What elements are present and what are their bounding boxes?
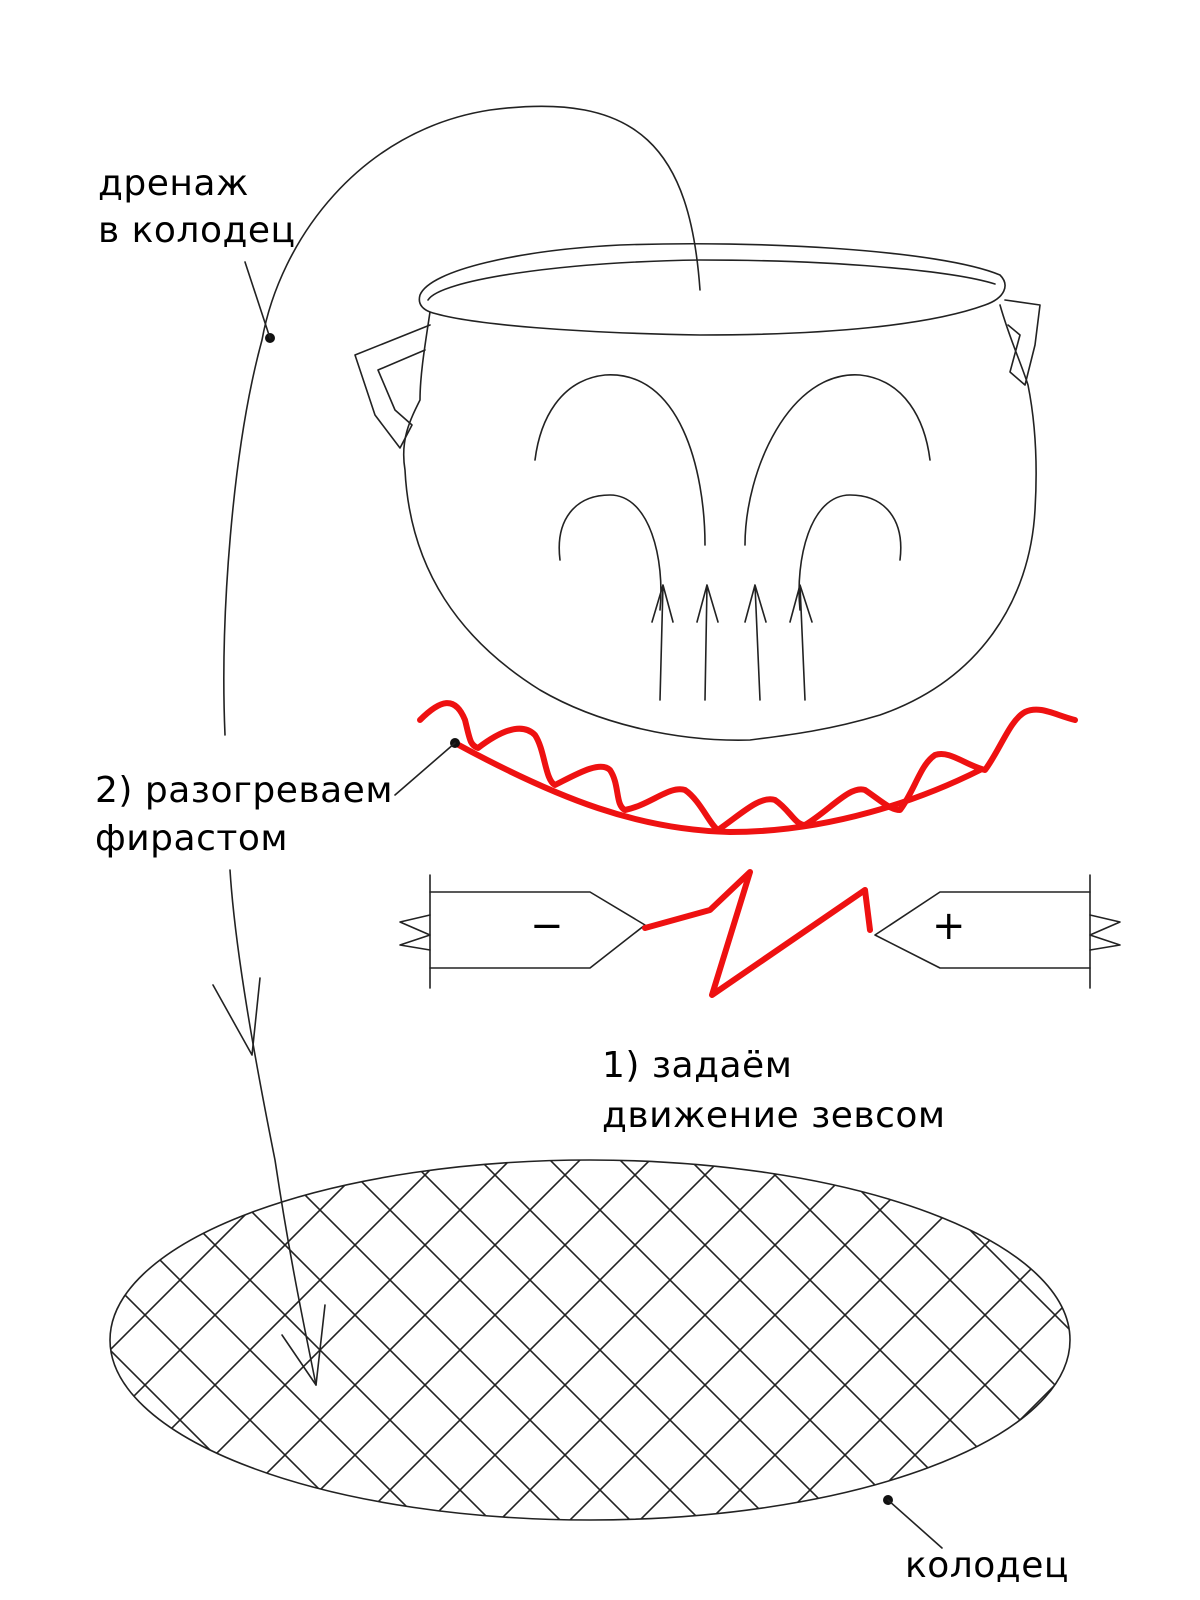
well-label: колодец [905,1545,1069,1586]
drainage-leader-line [244,261,271,339]
hatch-line [909,1160,1070,1520]
hatch-line [110,1160,501,1520]
well-outline [109,1159,1071,1521]
drainage-label-line1: дренаж [98,163,249,204]
drainage-pipe-lower [229,869,317,1386]
hatch-line [1120,1100,1200,1600]
flow-arrow-lower [281,1304,326,1386]
cauldron-body [402,304,1037,741]
hatch-line [909,1160,1070,1520]
hatch-line [110,1160,431,1520]
zeus-label-line2: движение зевсом [602,1095,946,1136]
drainage-pipe [223,105,701,736]
zeus-label-line1: 1) задаём [602,1045,793,1086]
hatch-line [110,1160,151,1520]
heat-arrow-4 [789,584,813,701]
cauldron [354,242,1041,741]
hatch-line [0,1100,80,1600]
hatch-line [110,1160,151,1520]
hatch-line [979,1160,1070,1520]
hatch-line [1120,1100,1200,1600]
hatch-line [0,1100,10,1600]
convection-right-outer [744,374,931,546]
heater-leader-line [394,742,456,796]
hatch-line [769,1160,1070,1520]
hatch-line [110,1160,291,1520]
well [0,1100,1200,1600]
hatch-line [0,1100,80,1600]
heat-label-line1: 2) разогреваем [95,770,393,811]
right-handle [1004,299,1041,386]
convection-left-inner [558,494,662,611]
hatch-line [110,1160,431,1520]
hatch-line [1190,1100,1200,1600]
convection-left-outer [534,374,706,546]
flow-arrow-upper [212,977,261,1056]
lightning-arc [642,869,873,998]
hatch-line [1049,1160,1070,1520]
heater-zigzag [417,700,1078,833]
cauldron-rim-inner [427,259,996,301]
hatch-line [0,1100,10,1600]
drainage-label-line2: в колодец [98,210,296,251]
heater-base-arc [452,740,983,835]
heat-label-line2: фирастом [95,818,289,859]
heat-arrow-2 [696,584,719,701]
hatch-line [769,1160,1070,1520]
heat-arrow-1 [651,584,674,701]
electrode-right [874,874,1121,989]
electrode-left [399,874,646,989]
heat-arrow-3 [744,584,767,701]
well-leader-line [887,1499,943,1549]
hatch-line [110,1160,291,1520]
cauldron-rim [418,242,1006,336]
convection-right-inner [798,494,902,611]
hatch-line [1049,1160,1070,1520]
plus-sign: + [932,903,967,949]
left-handle [354,324,431,449]
hatch-line [1190,1100,1200,1600]
minus-sign: − [530,903,565,949]
well-hatch [0,1100,1200,1600]
hatch-line [979,1160,1070,1520]
